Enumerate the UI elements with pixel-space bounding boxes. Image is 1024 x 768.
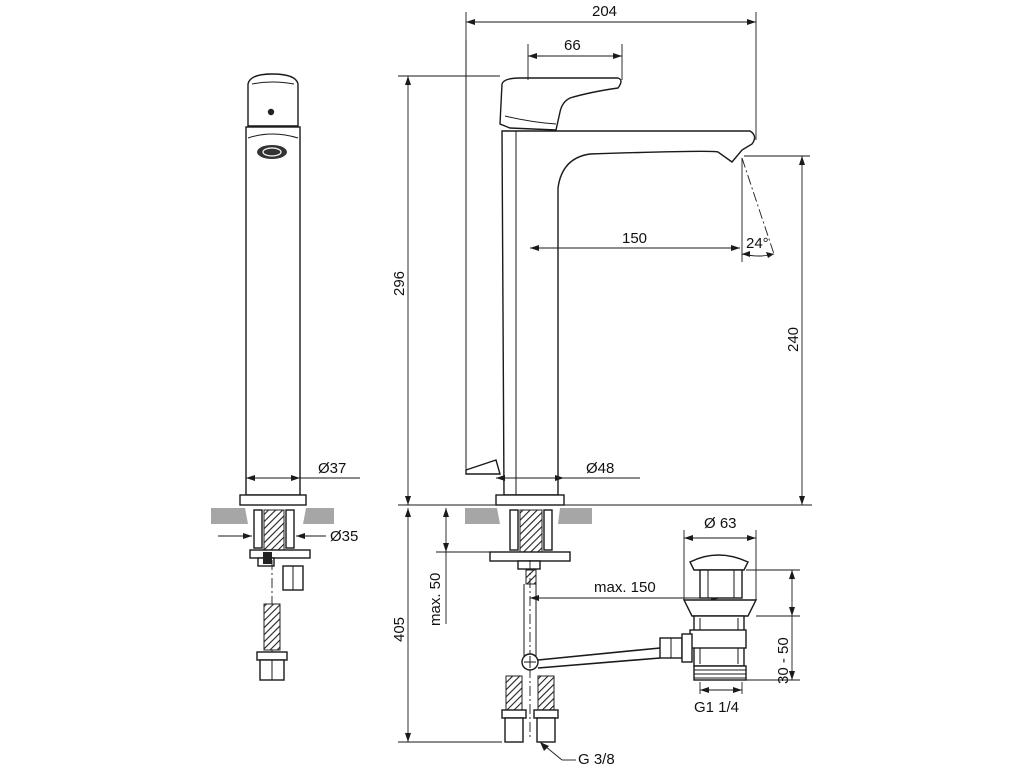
width-total-label: 204 xyxy=(592,3,617,20)
dim-dia35: Ø35 xyxy=(218,528,358,545)
max-reach-label: max. 150 xyxy=(594,579,656,596)
spout-reach-label: 150 xyxy=(622,230,647,247)
waste-range-label: 30 - 50 xyxy=(775,637,792,684)
dim-240: 240 xyxy=(744,155,810,505)
dia-thread-label: Ø35 xyxy=(330,528,358,545)
dia-base-label: Ø48 xyxy=(586,460,614,477)
dim-30-50: 30 - 50 xyxy=(746,569,800,684)
dim-g38: G 3/8 xyxy=(539,741,615,768)
dim-dia37: Ø37 xyxy=(246,460,360,481)
height-total-label: 296 xyxy=(391,271,408,296)
dim-dia48: Ø48 xyxy=(496,460,640,481)
dim-296: 296 xyxy=(391,75,500,505)
dia-body-label: Ø37 xyxy=(318,460,346,477)
waste-thread-label: G1 1/4 xyxy=(694,699,739,716)
dia-waste-label: Ø 63 xyxy=(704,515,737,532)
dim-g114: G1 1/4 xyxy=(694,682,743,716)
front-view xyxy=(465,40,756,743)
supply-thread-label: G 3/8 xyxy=(578,751,615,768)
spout-angle-label: 24° xyxy=(746,235,769,252)
handle-offset-label: 66 xyxy=(564,37,581,54)
dim-angle: 24° xyxy=(741,157,775,262)
side-view xyxy=(211,73,334,681)
dim-204: 204 xyxy=(465,3,757,140)
max-thickness-label: max. 50 xyxy=(427,573,444,626)
dim-405: 405 xyxy=(391,508,502,743)
waste-assembly xyxy=(659,554,758,681)
dim-66: 66 xyxy=(527,37,623,80)
dim-max150: max. 150 xyxy=(530,579,720,601)
spout-height-label: 240 xyxy=(785,327,802,352)
dim-dia63: Ø 63 xyxy=(683,515,757,600)
dim-150: 150 xyxy=(530,230,740,251)
under-counter-label: 405 xyxy=(391,617,408,642)
dim-max50: max. 50 xyxy=(427,508,490,626)
